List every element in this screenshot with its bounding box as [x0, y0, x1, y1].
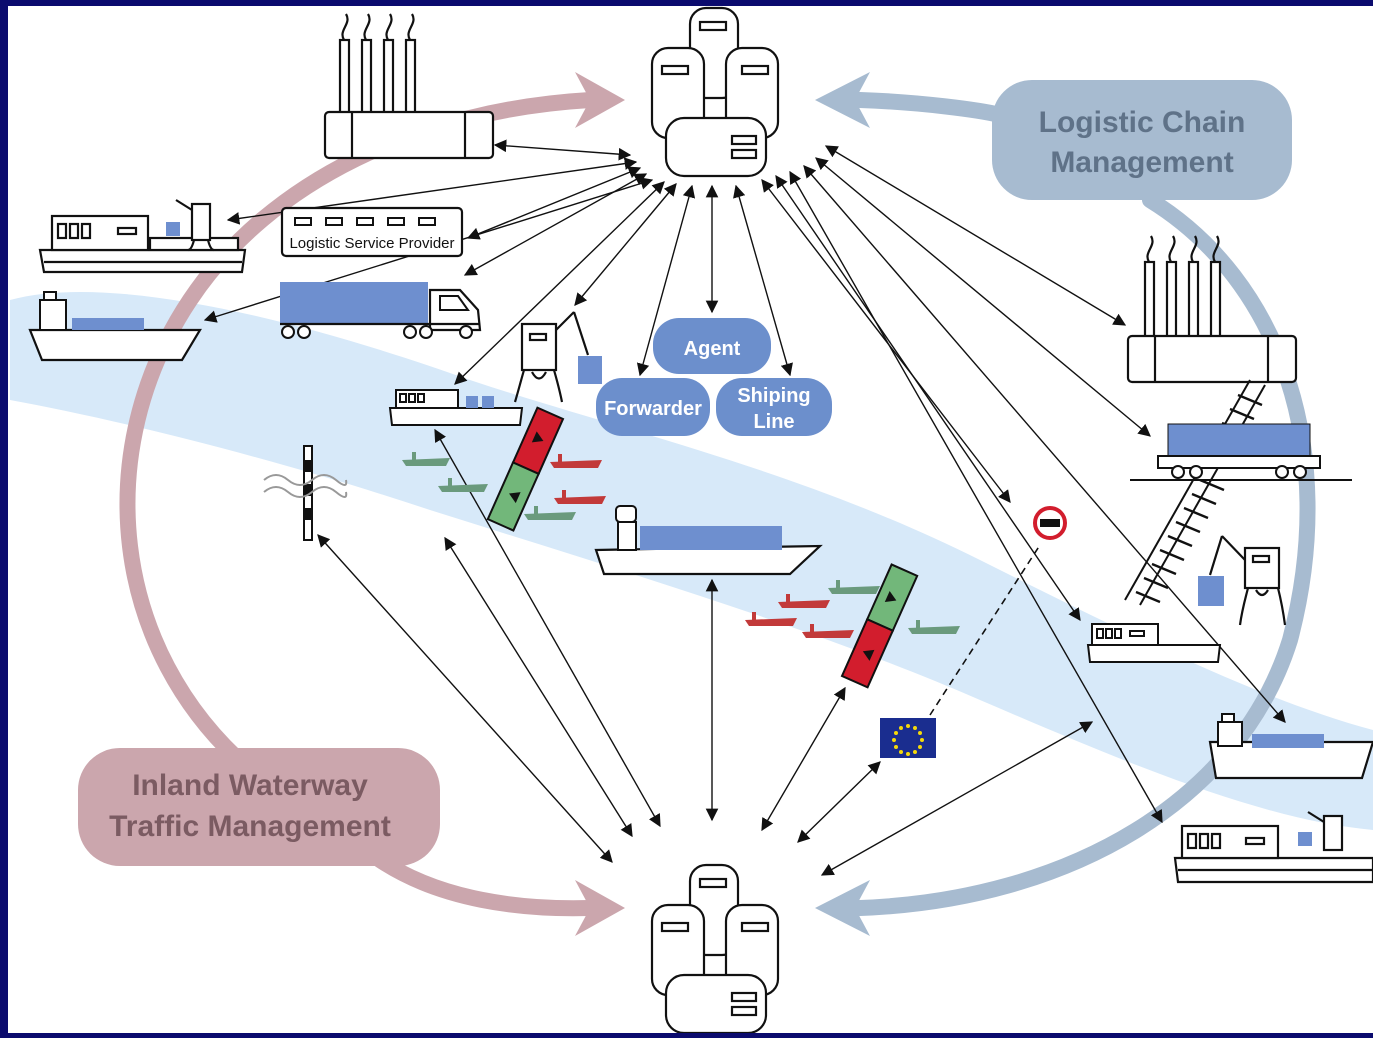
server-cluster-icon: [650, 863, 780, 1035]
shiping-line-label-2: Line: [753, 411, 794, 433]
ship-icon: [1086, 623, 1222, 663]
chain-loop-arrowhead-top: [815, 72, 870, 128]
shiping-line-label-1: Shiping: [737, 385, 810, 407]
forwarder-label: Forwarder: [604, 398, 702, 420]
railway-track-icon: [1124, 379, 1266, 606]
lock-gate-icon: [486, 406, 565, 532]
eu-flag-icon: [880, 718, 936, 758]
inland-loop-arrowhead-bottom: [575, 880, 625, 936]
small-boat-icon: [908, 620, 960, 634]
small-boat-icon: [524, 506, 576, 520]
small-boat-icon: [778, 594, 830, 608]
inland-waterway-label-line2: Traffic Management: [109, 810, 391, 843]
ship-icon: [388, 389, 524, 426]
agent-label: Agent: [684, 338, 741, 360]
lsp-label: Logistic Service Provider: [289, 235, 454, 252]
ship-icon: [594, 505, 823, 576]
factory-icon: [1126, 235, 1298, 384]
small-boat-icon: [402, 452, 450, 466]
train-wagon-icon: [1130, 423, 1352, 481]
small-boat-icon: [438, 478, 488, 492]
lock-gate-icon: [840, 563, 919, 689]
inland-waterway-label-line1: Inland Waterway: [132, 769, 368, 802]
shiping-line-pill: Shiping Line: [716, 378, 832, 436]
logistic-chain-label-box: [992, 80, 1292, 200]
inland-waterway-label-box: [78, 748, 440, 866]
ship-icon: [1173, 811, 1373, 884]
forwarder-pill: Forwarder: [596, 378, 710, 436]
small-boat-icon: [554, 490, 606, 504]
crane-icon: [1198, 535, 1287, 626]
server-cluster-icon: [650, 6, 780, 178]
logistic-service-provider: Logistic Service Provider: [280, 206, 464, 258]
crane-icon: [513, 311, 602, 403]
logistic-chain-label-line2: Management: [1050, 146, 1233, 179]
small-boat-icon: [802, 624, 854, 638]
ship-icon: [38, 199, 247, 274]
inland-loop-arrowhead-top: [575, 72, 625, 128]
no-entry-sign-icon: [1033, 506, 1067, 540]
ship-icon: [28, 291, 202, 362]
ship-icon: [1208, 713, 1373, 780]
small-boats: [402, 452, 960, 638]
small-boat-icon: [745, 612, 797, 626]
small-boat-icon: [828, 580, 880, 594]
gauge-pole-icon: [263, 445, 348, 541]
logistic-chain-label-line1: Logistic Chain: [1039, 106, 1246, 139]
dashed-link: [929, 544, 1041, 716]
agent-pill: Agent: [653, 318, 771, 374]
truck-icon: [280, 282, 482, 339]
small-boat-icon: [550, 454, 602, 468]
bottom-hub-connections: [317, 428, 1094, 876]
chain-loop-arrowhead-bottom: [815, 880, 870, 936]
factory-icon: [323, 13, 495, 160]
